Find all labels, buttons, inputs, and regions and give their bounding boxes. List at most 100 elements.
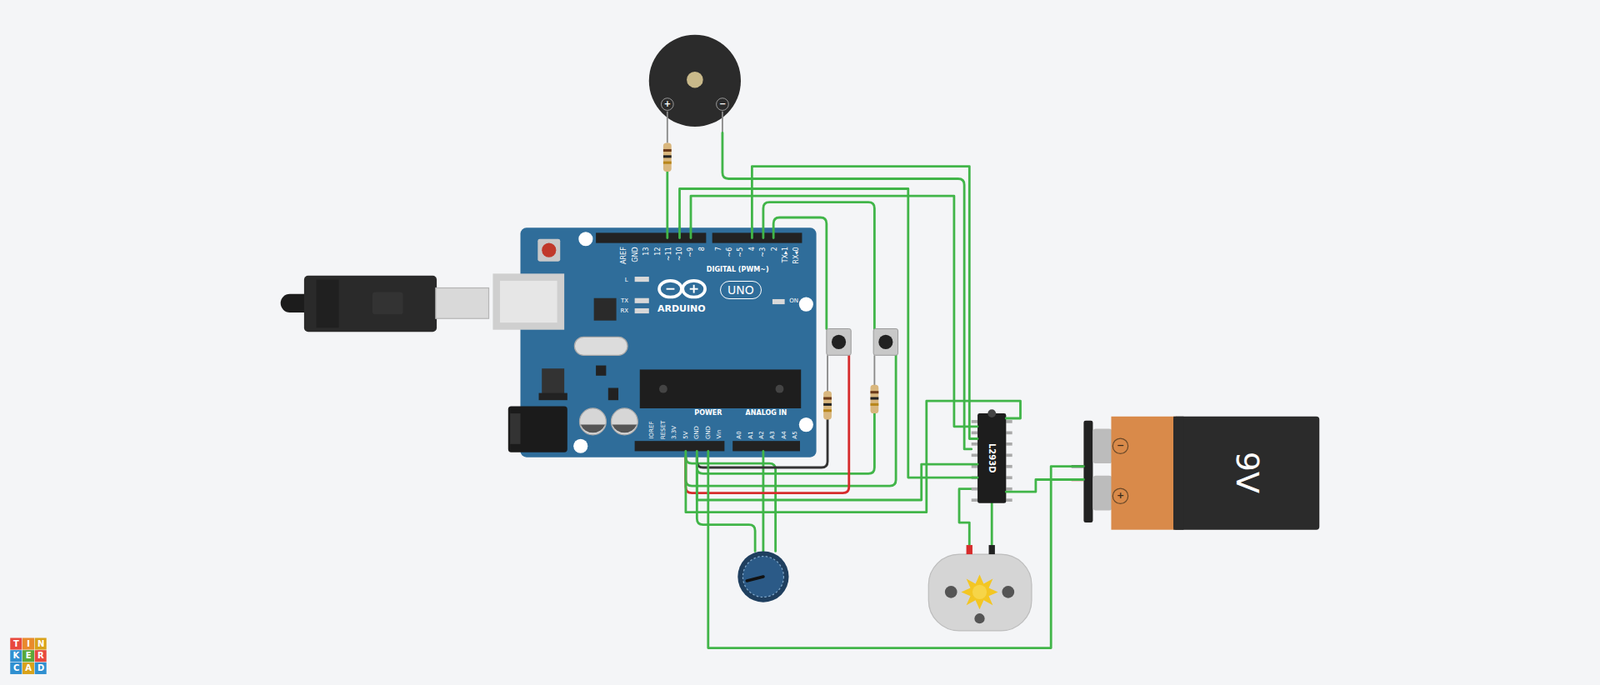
battery-body <box>1173 416 1184 530</box>
piezo-buzzer <box>649 35 741 127</box>
battery-clip <box>1083 420 1093 523</box>
pin-label: IOREF <box>648 421 655 440</box>
header-digital-2 <box>712 232 803 243</box>
smd-part <box>608 387 619 400</box>
wire <box>708 457 1085 649</box>
resistor-band <box>823 409 832 412</box>
wire <box>763 202 875 330</box>
motor-terminal <box>989 545 995 555</box>
battery-terminal <box>1092 428 1112 464</box>
motor-shaft <box>972 585 987 600</box>
buzzer-terminal <box>660 98 674 111</box>
wire <box>690 227 693 238</box>
chip-pin <box>1005 431 1012 435</box>
pin-label: GND <box>693 425 700 440</box>
chip-body <box>977 413 1006 504</box>
pin-label: 3.3V <box>670 425 678 440</box>
resistor-band <box>663 149 672 152</box>
capacitor <box>580 425 605 434</box>
mounting-hole <box>799 417 814 432</box>
usb-port <box>492 273 565 330</box>
potentiometer-pointer <box>746 576 764 581</box>
resistor-symbol <box>663 143 672 172</box>
logo-tile <box>10 662 22 675</box>
led <box>635 308 650 314</box>
battery-polarity-mark <box>1112 488 1128 504</box>
pin-label: ~5 <box>736 247 745 258</box>
buzzer-lead <box>666 111 669 144</box>
wire <box>685 355 896 486</box>
buzzer-center <box>686 71 704 89</box>
logo-letter: E <box>25 650 32 661</box>
chip-pin <box>1005 442 1012 446</box>
pin-label: Vin <box>715 430 723 440</box>
usb-plug-grip <box>316 280 340 329</box>
chip-pin <box>971 487 978 491</box>
dc-jack <box>508 406 568 453</box>
pin-label: 5V <box>682 430 690 439</box>
arduino-logo <box>659 280 682 298</box>
wire-black <box>696 418 828 468</box>
wire <box>696 457 978 501</box>
resistor-symbol <box>870 385 879 414</box>
pin-label: 2 <box>770 246 779 251</box>
resistor-band <box>823 397 832 400</box>
battery: 9V <box>1083 416 1320 530</box>
chip-notch <box>987 409 996 418</box>
capacitor <box>580 408 607 435</box>
buzzer-lead <box>721 111 724 134</box>
microcontroller-mark <box>659 385 668 394</box>
resistor-band <box>663 161 672 165</box>
usb-plug-metal <box>435 287 490 319</box>
polarity-mark: − <box>1116 440 1125 452</box>
motor-screw <box>945 585 958 599</box>
pin-label: ~11 <box>664 246 672 261</box>
led-label: RX <box>620 307 629 315</box>
wire <box>959 489 972 545</box>
capacitor <box>610 408 638 435</box>
voltage-regulator <box>541 368 565 395</box>
pin-label: GND <box>705 425 712 440</box>
push-button <box>826 328 851 355</box>
logo-tile <box>22 662 35 675</box>
chip-pin <box>1005 420 1012 424</box>
pin-label: RESET <box>660 420 667 439</box>
wire <box>751 166 978 440</box>
board-brand: ARDUINO <box>657 304 706 315</box>
header-power <box>635 440 725 451</box>
pin-label: ~6 <box>725 247 734 258</box>
pin-label: 7 <box>714 246 722 251</box>
resistor-band <box>870 390 879 394</box>
pin-label: 8 <box>698 246 706 251</box>
reset-button <box>541 243 556 258</box>
motor-screw <box>1001 585 1015 599</box>
led-label: L <box>625 276 629 284</box>
battery-voltage: 9V <box>1229 451 1266 494</box>
resistor-lead <box>873 355 875 386</box>
wire-red <box>685 355 850 493</box>
wire <box>750 227 754 238</box>
led <box>772 299 785 305</box>
resistor-band <box>870 397 879 400</box>
logo-tile <box>35 637 47 650</box>
wire <box>990 503 994 545</box>
wire <box>696 457 755 552</box>
chip-pin <box>1005 475 1012 480</box>
resistor-band <box>663 155 672 158</box>
pin-label: A2 <box>758 430 765 439</box>
microcontroller-mark <box>775 385 785 394</box>
logo-letter: I <box>26 639 30 650</box>
usb-symbol-area <box>372 291 404 315</box>
chip-pin <box>971 442 978 446</box>
mounting-hole <box>578 231 593 246</box>
pin-label: A3 <box>769 430 776 439</box>
arduino-logo <box>682 280 705 298</box>
dc-motor <box>928 554 1032 631</box>
led <box>635 298 650 304</box>
resistor-band <box>823 403 832 406</box>
pin-label: GND <box>630 246 639 262</box>
header-analog <box>732 440 800 451</box>
resistor-lead <box>826 355 829 393</box>
header-title: DIGITAL (PWM~) <box>706 265 770 274</box>
